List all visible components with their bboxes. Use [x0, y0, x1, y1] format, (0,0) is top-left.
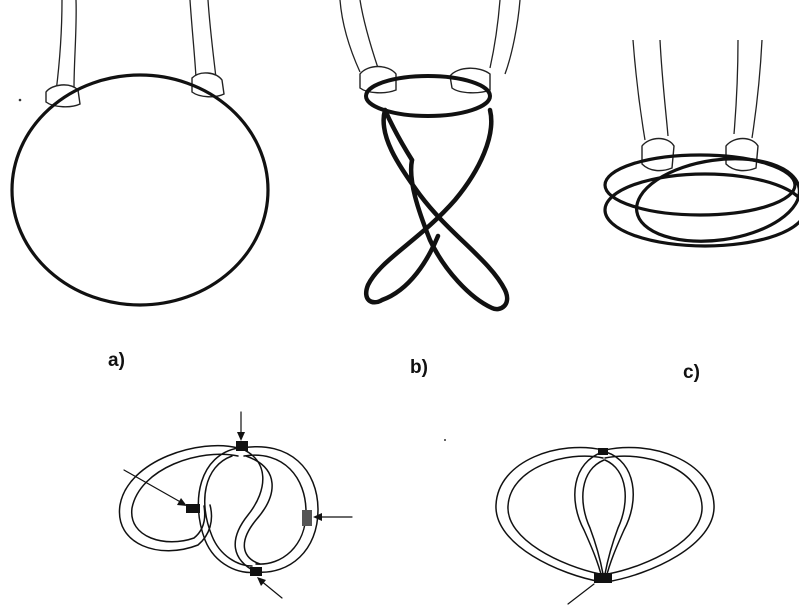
panel-e-right-lobe-outer — [605, 447, 714, 582]
panel-b-label: b) — [410, 357, 428, 379]
panel-d-clamp-left — [186, 504, 200, 513]
panel-e-inner-loop-right-outer — [606, 452, 633, 578]
panel-d-clamp-bottom — [250, 567, 262, 576]
panel-a-left-arm-outer — [56, 0, 62, 92]
panel-c-coil-2 — [605, 174, 799, 246]
panel-d-right-lobe-inner — [244, 455, 306, 564]
panel-d-clamp-right — [302, 510, 312, 526]
panel-d-center-band-left — [198, 448, 256, 573]
panel-a-hoop-circle — [12, 75, 268, 305]
speck — [444, 439, 446, 441]
panel-d-clamp-top — [236, 441, 248, 451]
panel-c-left-hand — [642, 139, 674, 171]
speck — [19, 99, 22, 102]
panel-d-s-band-outer — [235, 448, 263, 572]
panel-c-right-hand — [726, 139, 758, 171]
panel-a-left-arm-inner — [74, 0, 76, 88]
panel-d-arrowhead-top — [237, 432, 245, 441]
panel-e-drawing — [496, 447, 714, 604]
panel-d-drawing — [119, 412, 352, 598]
panel-c-drawing — [605, 40, 799, 251]
panel-e-inner-loop-right-inner — [605, 460, 625, 574]
panel-b-left-arm-outer — [340, 0, 360, 72]
panel-e-inner-loop-left-outer — [575, 452, 603, 578]
panel-c-left-arm-outer — [633, 40, 645, 140]
panel-a-right-arm-outer — [190, 0, 196, 78]
panel-c-right-arm-inner — [752, 40, 762, 138]
panel-d-arrowhead-left — [177, 498, 187, 506]
panel-b-right-arm-inner — [505, 0, 520, 74]
panel-b-drawing — [340, 0, 520, 309]
panel-e-clamp-top — [598, 448, 608, 455]
panel-a-left-hand — [46, 85, 80, 107]
panel-c-right-arm-outer — [734, 40, 738, 134]
panel-b-right-arm-outer — [490, 0, 500, 68]
panel-b-left-arm-inner — [360, 0, 378, 68]
panel-e-left-lobe-outer — [496, 447, 603, 582]
panel-c-left-arm-inner — [660, 40, 668, 136]
panel-b-strand-left — [385, 110, 412, 160]
panel-a-drawing — [12, 0, 268, 305]
panel-a-label: a) — [108, 350, 125, 372]
panel-e-clamp-bottom — [594, 573, 612, 583]
panel-d-arrowhead-bottom — [257, 577, 266, 586]
panel-d-s-band-inner — [244, 456, 272, 564]
panel-e-arrow-bottom — [568, 584, 594, 604]
panel-c-label: c) — [683, 362, 700, 384]
panel-e-inner-loop-left-inner — [583, 460, 604, 574]
panel-a-right-arm-inner — [208, 0, 216, 78]
